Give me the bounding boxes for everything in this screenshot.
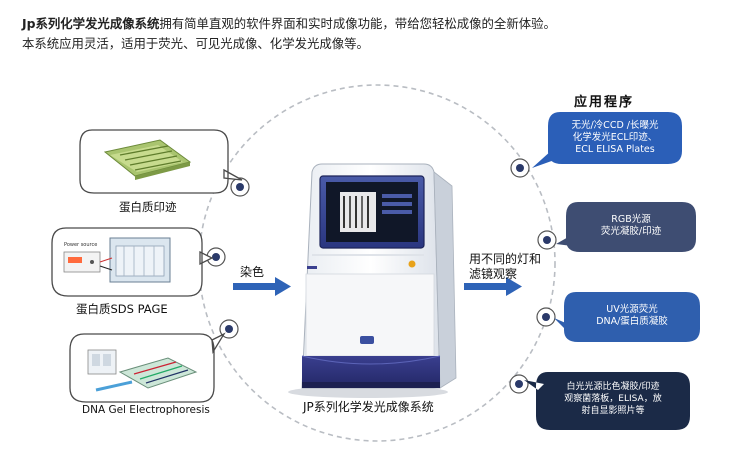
node-marker-7 [509,374,529,394]
app-bubble-4-line-3: 射自显影照片等 [581,406,645,416]
intro-line-1: Jp系列化学发光成像系统拥有简单直观的软件界面和实时成像功能，带给您轻松成像的全… [22,14,737,34]
observe-arrow [464,277,522,296]
imaging-instrument-illustration [288,163,457,398]
power-source-text: Power source [64,242,98,248]
app-bubble-1-text: 无光/冷CCD /长曝光 化学发光ECL印迹、 ECL ELISA Plates [551,120,679,156]
app-bubble-1-line-2: 化学发光ECL印迹、 [572,132,658,143]
app-bubble-3-line-2: DNA/蛋白质凝胶 [596,316,668,327]
app-bubble-3-text: UV光源荧光 DNA/蛋白质凝胶 [567,304,697,328]
node-marker-4 [510,158,530,178]
app-bubble-4 [524,372,690,430]
node-marker-1 [230,177,250,197]
app-bubble-2 [556,202,696,252]
app-bubble-2-text: RGB光源 荧光凝胶/印迹 [569,214,693,238]
app-bubble-1-line-3: ECL ELISA Plates [575,144,655,155]
app-bubble-2-line-2: 荧光凝胶/印迹 [600,226,662,237]
dna-gel-illustration [87,349,198,392]
gel-tank-illustration [99,237,171,283]
stain-arrow-label: 染色 [240,265,265,279]
app-bubble-1 [532,112,682,168]
western-blot-bubble [79,129,243,194]
app-bubble-4-line-2: 观察菌落板，ELISA，放 [564,394,662,404]
app-bubble-4-line-1: 白光光源比色凝胶/印迹 [566,382,660,392]
observe-arrow-label-2: 滤镜观察 [469,267,518,281]
app-bubble-1-line-1: 无光/冷CCD /长曝光 [571,120,659,131]
intro-line-2: 本系统应用灵活，适用于荧光、可见光成像、化学发光成像等。 [22,36,369,51]
brand-name: Jp系列化学发光成像系统 [22,16,160,31]
instrument-logo-badge [408,260,416,268]
power-source-illustration [63,251,101,273]
observe-arrow-label-1: 用不同的灯和 [469,252,542,266]
intro-line-1-rest: 拥有简单直观的软件界面和实时成像功能，带给您轻松成像的全新体验。 [159,16,556,31]
sds-page-bubble [51,227,214,297]
western-blot-membrane-illustration [103,139,192,180]
app-bubble-3-line-1: UV光源荧光 [606,304,658,315]
app-bubble-3 [554,292,700,342]
app-bubble-4-text: 白光光源比色凝胶/印迹 观察菌落板，ELISA，放 射自显影照片等 [539,381,687,417]
applications-title: 应用程序 [574,95,635,110]
stain-arrow [233,277,291,296]
dna-gel-label: DNA Gel Electrophoresis [82,404,210,416]
western-blot-label: 蛋白质印迹 [119,200,177,214]
node-marker-5 [537,230,557,250]
app-bubble-2-line-1: RGB光源 [611,214,651,225]
instrument-caption: JP系列化学发光成像系统 [303,400,434,414]
dna-gel-bubble [69,332,226,403]
sds-page-label: 蛋白质SDS PAGE [76,302,168,316]
intro-text: Jp系列化学发光成像系统拥有简单直观的软件界面和实时成像功能，带给您轻松成像的全… [22,14,737,54]
node-marker-6 [536,307,556,327]
